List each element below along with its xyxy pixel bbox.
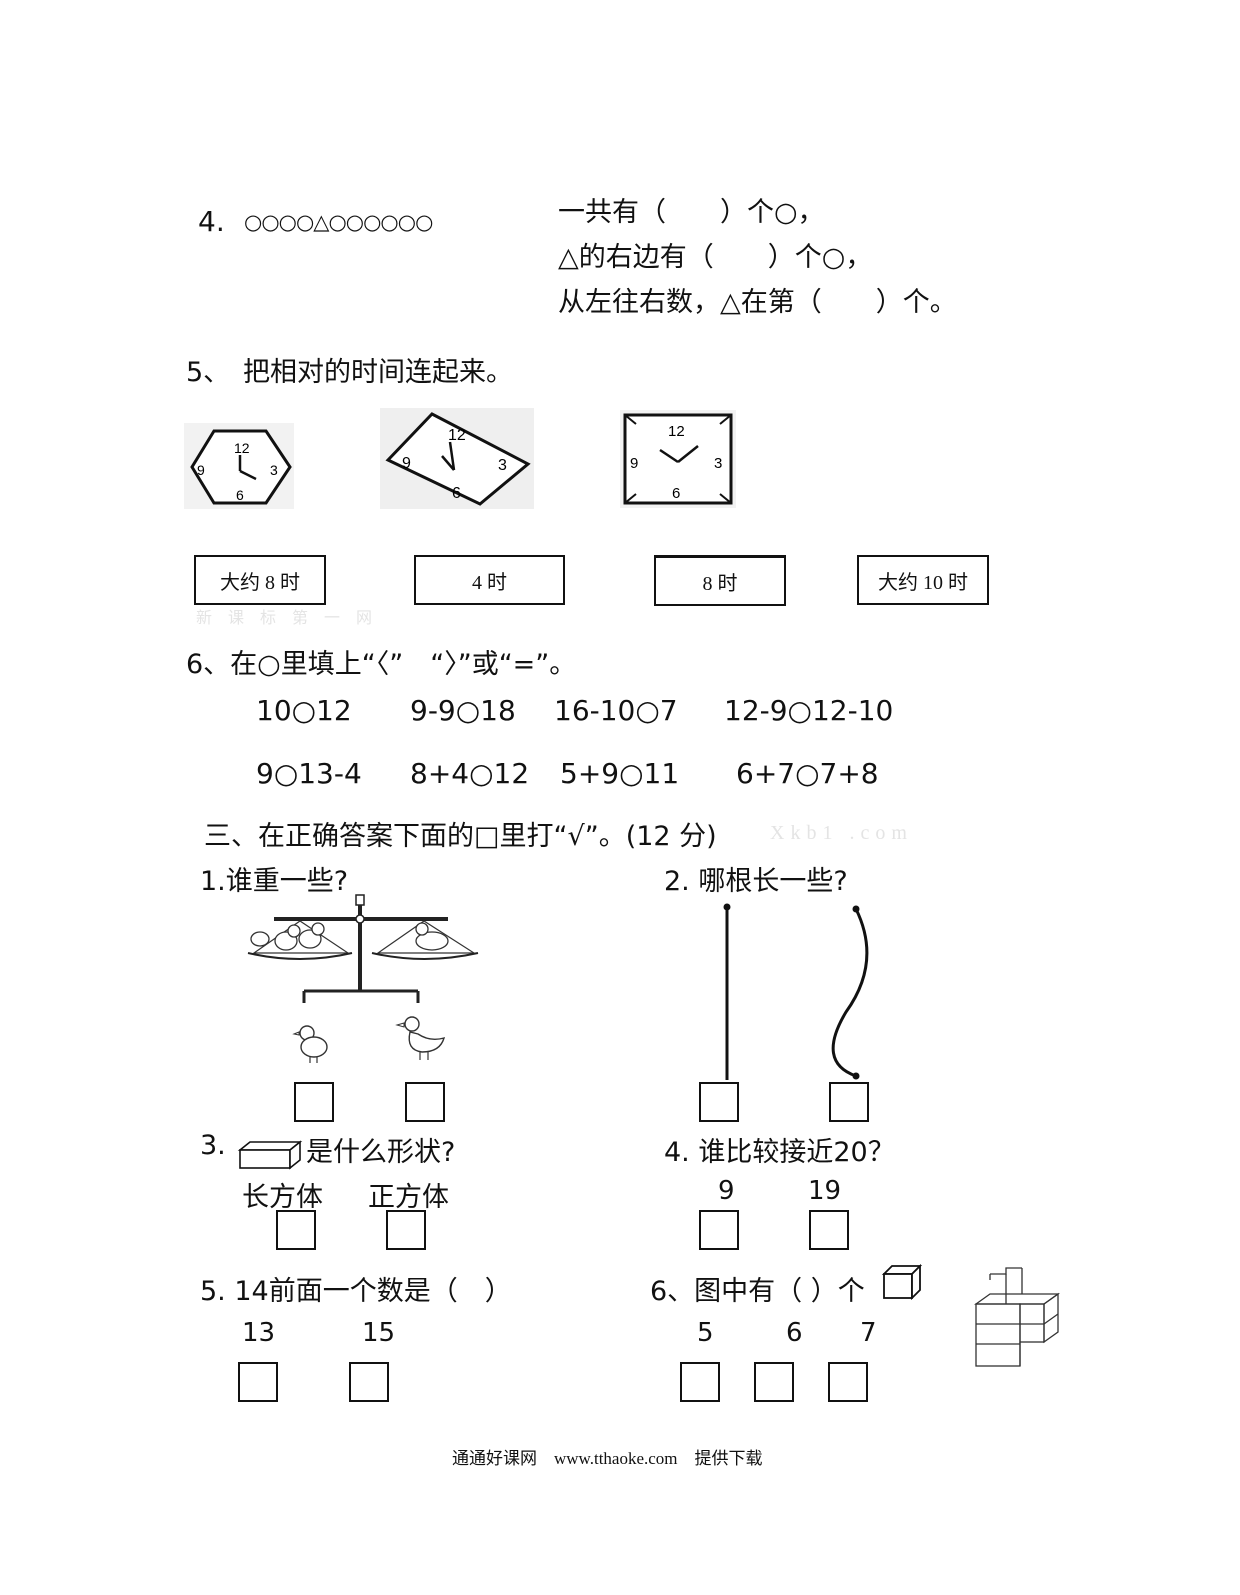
q6-r2-1[interactable]: 9○13-4 [256,757,362,790]
p1-checkbox-chick[interactable] [294,1082,334,1122]
footer-text: 通通好课网 www.tthaoke.com 提供下载 [452,1449,763,1468]
p2-checkbox-straight[interactable] [699,1082,739,1122]
p5-checkbox-13[interactable] [238,1362,278,1402]
p6-option-5: 5 [697,1318,714,1348]
time-box-3[interactable]: 8 时 [654,555,786,606]
section3-title: 三、在正确答案下面的□里打“√”。(12 分) [204,821,717,852]
q6-r1-3[interactable]: 16-10○7 [554,694,678,727]
clock2-label-3: 3 [498,457,507,474]
clock3-label-12: 12 [668,423,685,440]
p2-title: 2. 哪根长一些? [664,866,848,897]
p6-option-7: 7 [860,1318,877,1348]
balance-scale-icon [247,894,479,1003]
clock2-label-9: 9 [402,455,411,472]
clock1-label-6: 6 [236,487,244,503]
cuboid-icon [237,1140,303,1170]
time-box-1[interactable]: 大约 8 时 [194,555,326,605]
p3-checkbox-cube[interactable] [386,1210,426,1250]
q4-line1: 一共有（ ）个○， [558,197,825,228]
q6-r1-4[interactable]: 12-9○12-10 [724,694,894,727]
time-box-2[interactable]: 4 时 [414,555,565,605]
p4-option-9: 9 [718,1176,735,1206]
p1-title: 1.谁重一些? [200,866,349,897]
clock1-label-12: 12 [234,440,250,456]
square-clock-icon: 12 3 6 9 [620,410,736,508]
p3-option-cube: 正方体 [368,1182,449,1213]
q6-r1-1[interactable]: 10○12 [256,694,352,727]
p4-checkbox-19[interactable] [809,1210,849,1250]
clock2-label-12: 12 [448,427,466,444]
p1-checkbox-duck[interactable] [405,1082,445,1122]
q4-sequence: ○○○○△○○○○○○ [244,210,433,234]
p6-option-6: 6 [786,1318,803,1348]
curved-line-icon [831,905,869,1080]
p3-checkbox-cuboid[interactable] [276,1210,316,1250]
p5-checkbox-15[interactable] [349,1362,389,1402]
q5-number: 5、 [186,357,231,388]
p4-checkbox-9[interactable] [699,1210,739,1250]
q4-number: 4. [198,205,225,238]
p6-checkbox-5[interactable] [680,1362,720,1402]
duck-icon [395,1016,446,1060]
clock1-label-3: 3 [270,462,278,478]
p2-checkbox-curved[interactable] [829,1082,869,1122]
q4-line3: 从左往右数，△在第（ ）个。 [558,287,957,318]
chick-icon [292,1025,328,1063]
p6-title: 6、图中有（ ）个 [650,1276,865,1307]
hexagon-clock-icon: 12 3 6 9 [184,423,294,509]
q6-title: 6、在○里填上“〈” “〉”或“=”。 [186,649,577,680]
p6-checkbox-7[interactable] [828,1362,868,1402]
p3-option-cuboid: 长方体 [242,1182,323,1213]
straight-line-icon [723,903,731,1080]
q6-r2-2[interactable]: 8+4○12 [410,757,530,790]
p4-title: 4. 谁比较接近20？ [664,1137,895,1168]
q4-line2: △的右边有（ ）个○， [558,242,873,273]
p5-option-13: 13 [242,1318,276,1348]
q6-r2-4[interactable]: 6+7○7+8 [736,757,879,790]
section3-watermark: Xkb1 .com [770,822,913,844]
stacked-cubes-icon [973,1267,1061,1367]
p4-option-19: 19 [808,1176,842,1206]
clock3-label-9: 9 [630,455,638,472]
cube-icon [881,1263,923,1301]
p5-title: 5. 14前面一个数是（ ） [200,1276,512,1307]
clock2-label-6: 6 [452,485,461,502]
q6-r1-2[interactable]: 9-9○18 [410,694,516,727]
q6-r2-3[interactable]: 5+9○11 [560,757,680,790]
clock3-label-3: 3 [714,455,722,472]
time-box-4[interactable]: 大约 10 时 [857,555,989,605]
p6-checkbox-6[interactable] [754,1362,794,1402]
p3-number: 3. [200,1130,226,1161]
q5-text: 把相对的时间连起来。 [243,357,513,388]
clock3-label-6: 6 [672,485,680,502]
watermark-text: 新 课 标 第 一 网 [196,610,379,627]
p5-option-15: 15 [362,1318,396,1348]
diamond-clock-icon: 12 3 6 9 [380,408,534,509]
clock1-label-9: 9 [197,462,205,478]
p3-text: 是什么形状? [306,1137,456,1168]
